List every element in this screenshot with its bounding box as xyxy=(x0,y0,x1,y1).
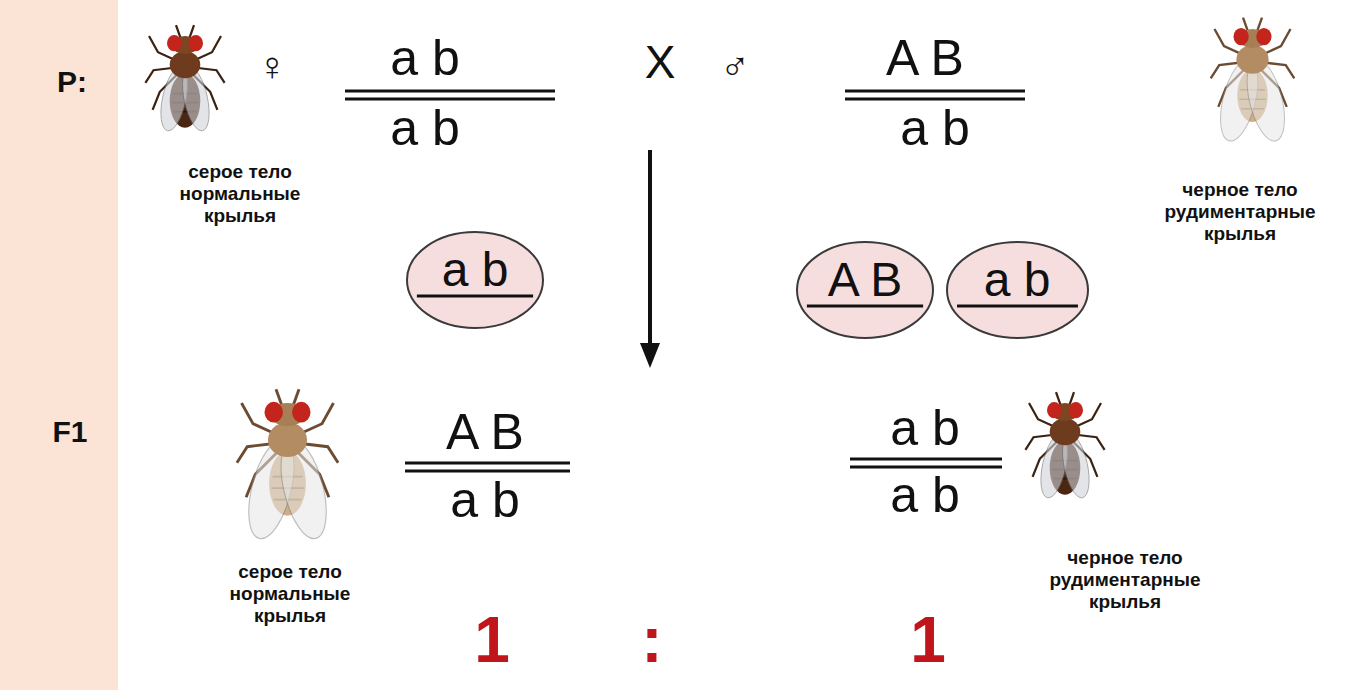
allele-pair: a b xyxy=(900,103,970,153)
gamete-circle: a b xyxy=(405,230,545,330)
phenotype-label: серое тело нормальные крылья xyxy=(165,161,315,227)
chromosome-line xyxy=(957,305,1078,308)
gamete-allele: A B xyxy=(828,256,903,304)
ratio-number: 1 xyxy=(474,608,510,672)
generation-label: P: xyxy=(57,67,87,97)
chromosome-line xyxy=(807,305,923,308)
sex-symbol: ♀ xyxy=(257,46,287,86)
sex-symbol: ♂ xyxy=(720,46,750,86)
chromosome-line xyxy=(417,295,533,298)
gamete-fill xyxy=(947,242,1088,338)
gamete-fill xyxy=(407,232,543,328)
allele-pair: a b xyxy=(450,475,520,525)
gamete-circle: A B xyxy=(795,240,935,340)
generation-label: F1 xyxy=(52,417,87,447)
ratio-number: 1 xyxy=(910,608,946,672)
cross-arrow xyxy=(640,150,660,368)
ratio-sign: : xyxy=(641,608,662,672)
cross-sign: X xyxy=(645,39,676,85)
gamete-allele: a b xyxy=(442,246,509,294)
allele-pair: A B xyxy=(886,33,964,83)
allele-pair: a b xyxy=(390,103,460,153)
fly-light xyxy=(1211,18,1295,145)
phenotype-label: черное тело рудиментарные крылья xyxy=(1155,179,1325,245)
allele-pair: a b xyxy=(390,33,460,83)
gamete-allele: a b xyxy=(984,256,1051,304)
fly-dark xyxy=(1025,392,1104,500)
phenotype-label: черное тело рудиментарные крылья xyxy=(1040,547,1210,613)
phenotype-label: серое тело нормальные крылья xyxy=(215,561,365,627)
gamete-circle: a b xyxy=(945,240,1090,340)
gamete-fill xyxy=(797,242,933,338)
white-panel xyxy=(118,0,1355,690)
genotype-lines xyxy=(345,91,1025,471)
fly-light xyxy=(237,389,338,543)
allele-pair: a b xyxy=(890,470,960,520)
allele-pair: a b xyxy=(890,403,960,453)
allele-pair: A B xyxy=(446,407,524,457)
fly-dark xyxy=(145,25,224,133)
